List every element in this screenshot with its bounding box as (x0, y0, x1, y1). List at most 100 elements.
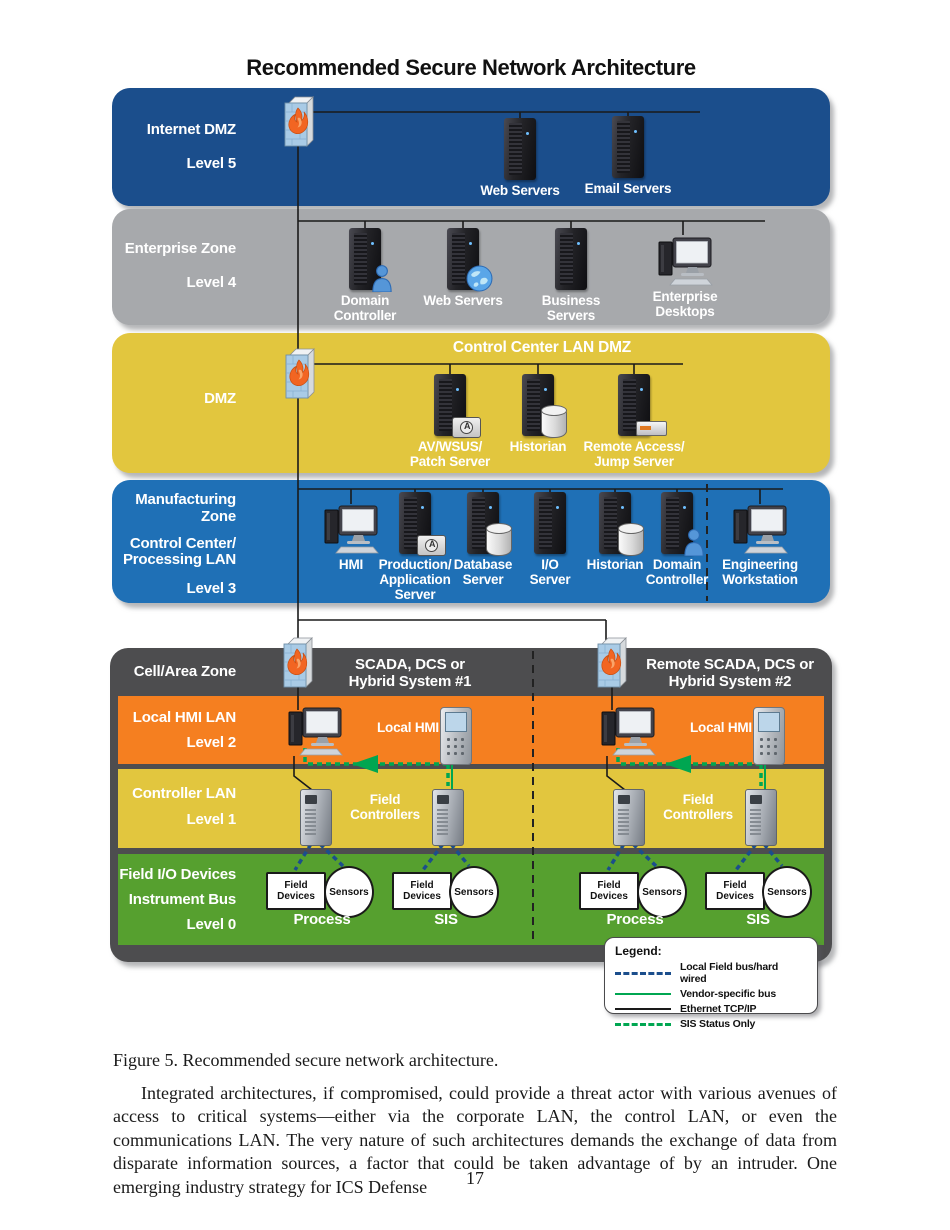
field-devices-box: Field Devices (579, 872, 639, 910)
user-icon (371, 264, 393, 292)
legend-label: Ethernet TCP/IP (680, 1003, 757, 1015)
device-label: Historian (509, 439, 567, 454)
zone-level: Level 1 (186, 810, 237, 828)
appliance-icon (636, 421, 667, 436)
device-label: Domain Controller (333, 293, 397, 324)
device-engineering-workstation: Engineering Workstation (700, 504, 820, 587)
device-av-wsus-patch-server: AV/WSUS/ Patch Server (390, 374, 510, 469)
zone-name: Enterprise Zone (124, 240, 236, 257)
device-label: Database Server (453, 557, 513, 588)
field-devices-box: Field Devices (266, 872, 326, 910)
device-enterprise-desktops: Enterprise Desktops (625, 236, 745, 319)
device-web-servers-l5: Web Servers (460, 118, 580, 198)
zone-level: Level 4 (186, 273, 237, 291)
field-controllers-label: Field Controllers (663, 792, 733, 823)
system2-title: Remote SCADA, DCS or Hybrid System #2 (646, 656, 814, 691)
zone-label-stack: Manufacturing Zone Control Center/ Proce… (112, 491, 237, 598)
server-rack-icon (599, 492, 644, 556)
device-io-server: I/O Server (490, 492, 610, 587)
ethernet-line-sample (615, 1008, 671, 1010)
server-rack-icon (555, 228, 587, 290)
field-controllers-label: Field Controllers (350, 792, 420, 823)
bus-label-sis: SIS (434, 911, 458, 928)
server-rack-icon (434, 374, 481, 438)
sis-status-line-sample (615, 1022, 671, 1026)
workstation-icon (657, 236, 713, 286)
zone-internet-dmz: Internet DMZ Level 5 (112, 88, 830, 206)
firewall-icon (597, 636, 627, 688)
device-label: I/O Server (529, 557, 571, 588)
body-text: Integrated architectures, if compromised… (113, 1082, 837, 1199)
zone-name: Local HMI LAN (132, 709, 236, 726)
zone-level: Level 3 (186, 580, 237, 598)
server-rack-icon (504, 118, 536, 180)
bus-label-process: Process (293, 911, 351, 928)
zone-label-stack: Internet DMZ Level 5 (112, 121, 237, 173)
zone-level: Level 5 (186, 154, 237, 172)
zone-name: Field I/O Devices (119, 866, 236, 883)
device-label: Web Servers (480, 183, 560, 198)
workstation-icon (732, 504, 788, 554)
device-email-servers: Email Servers (568, 116, 688, 196)
local-hmi-label: Local HMI (377, 720, 439, 735)
device-production-application-server: Production/ Application Server (355, 492, 475, 602)
bus-label-sis: SIS (746, 911, 770, 928)
zone-level: Level 2 (186, 733, 237, 751)
zone-label-stack: Enterprise Zone Level 4 (112, 240, 237, 292)
local-hmi-label: Local HMI (690, 720, 752, 735)
field-devices-box: Field Devices (392, 872, 452, 910)
page-number: 17 (466, 1168, 484, 1188)
device-database-server: Database Server (423, 492, 543, 587)
zone-label-stack: Local HMI LAN Level 2 (118, 709, 237, 752)
firewall-icon (283, 636, 313, 688)
server-rack-icon (618, 374, 667, 436)
zone-subname: Control Center/ Processing LAN (122, 534, 236, 569)
bus-label-process: Process (606, 911, 664, 928)
zone-name: Internet DMZ (146, 121, 236, 138)
local-hmi-panel-icon (753, 707, 785, 765)
database-cylinder-icon (541, 405, 567, 438)
database-cylinder-icon (486, 523, 512, 556)
zone-name: DMZ (204, 390, 236, 407)
server-rack-icon (612, 116, 644, 178)
device-domain-controller-l4: Domain Controller (305, 228, 425, 323)
field-controller-icon (613, 789, 645, 846)
device-business-servers: Business Servers (511, 228, 631, 323)
server-rack-icon (349, 228, 381, 290)
server-rack-icon (467, 492, 512, 556)
sensors-circle: Sensors (637, 866, 687, 918)
device-web-servers-l4: Web Servers (403, 228, 523, 308)
device-label: Production/ Application Server (378, 557, 452, 603)
zone-label-stack: Controller LAN Level 1 (118, 785, 237, 829)
legend-item: Ethernet TCP/IP (615, 1003, 807, 1015)
field-controller-icon (745, 789, 777, 846)
zone-name: Cell/Area Zone (133, 663, 236, 680)
zone-dmz: DMZ Control Center LAN DMZ (112, 333, 830, 473)
zone-level: Level 0 (186, 915, 237, 933)
legend-label: SIS Status Only (680, 1018, 756, 1030)
device-label: Web Servers (423, 293, 503, 308)
zone-name: Controller LAN (132, 785, 236, 802)
device-label: Remote Access/ Jump Server (583, 439, 685, 470)
field-devices-box: Field Devices (705, 872, 765, 910)
dmz-lan-header: Control Center LAN DMZ (452, 339, 632, 356)
firewall-icon (285, 347, 315, 399)
legend-item: Local Field bus/hard wired (615, 961, 807, 985)
zone-subname: Instrument Bus (128, 890, 236, 908)
device-label: Domain Controller (645, 557, 709, 588)
field-bus-line-sample (615, 971, 671, 975)
zone-label-stack: DMZ (112, 390, 236, 408)
sensors-circle: Sensors (324, 866, 374, 918)
body-paragraph: Integrated architectures, if compromised… (113, 1083, 837, 1197)
device-label: Enterprise Desktops (652, 289, 718, 320)
device-remote-access-jump-server: Remote Access/ Jump Server (574, 374, 694, 469)
legend: Legend: Local Field bus/hard wired Vendo… (604, 937, 818, 1030)
device-label: Email Servers (584, 181, 672, 196)
device-label: Engineering Workstation (722, 557, 798, 588)
device-label: HMI (338, 557, 364, 572)
firewall-icon (284, 95, 314, 147)
server-rack-icon (522, 374, 567, 438)
zone-label-stack: Field I/O Devices Instrument Bus Level 0 (118, 866, 237, 933)
diagram-title: Recommended Secure Network Architecture (246, 55, 696, 80)
legend-item: SIS Status Only (615, 1018, 807, 1030)
